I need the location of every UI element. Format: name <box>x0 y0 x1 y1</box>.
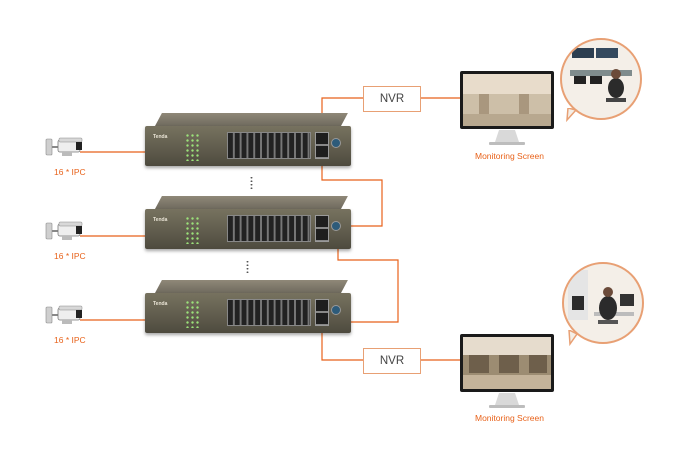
poe-switch-icon: Tenda <box>145 196 351 254</box>
camera-label: 16 * IPC <box>54 335 86 345</box>
poe-switch-icon: Tenda <box>145 113 351 171</box>
nvr-box: NVR <box>363 348 421 374</box>
cascade-link-2 <box>337 242 399 323</box>
monitor-icon <box>459 70 555 151</box>
operator-bubble-icon <box>562 262 644 344</box>
monitor-label: Monitoring Screen <box>475 151 544 161</box>
nvr-box: NVR <box>363 86 421 112</box>
camera-label: 16 * IPC <box>54 167 86 177</box>
ip-camera-icon <box>44 304 84 332</box>
switch-brand: Tenda <box>153 301 168 307</box>
switch-brand: Tenda <box>153 217 168 223</box>
ip-camera-icon <box>44 220 84 248</box>
monitor-label: Monitoring Screen <box>475 413 544 423</box>
switch-brand: Tenda <box>153 134 168 140</box>
poe-switch-icon: Tenda <box>145 280 351 338</box>
cascade-link-1 <box>321 160 383 227</box>
operator-bubble-icon <box>560 38 642 120</box>
camera-label: 16 * IPC <box>54 251 86 261</box>
stack-ellipsis <box>246 260 249 274</box>
ip-camera-icon <box>44 136 84 164</box>
switch3-nvr-link <box>321 325 364 361</box>
bubble-tail <box>568 330 579 346</box>
stack-ellipsis <box>250 176 253 190</box>
monitor-icon <box>459 333 555 414</box>
bubble-tail <box>566 108 578 122</box>
